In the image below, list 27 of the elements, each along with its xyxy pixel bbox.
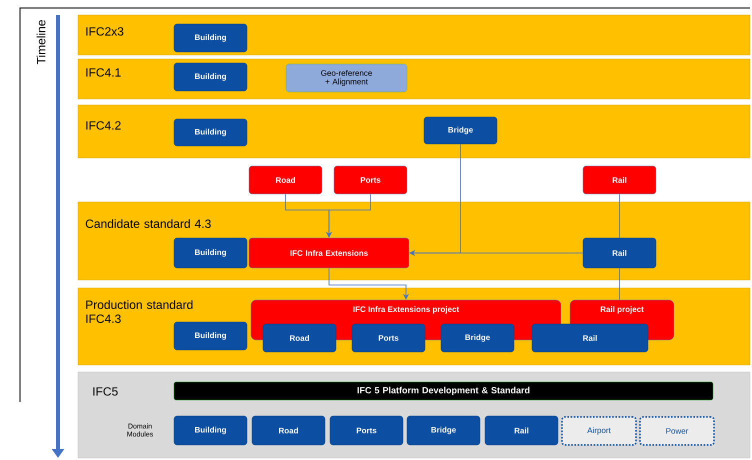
module-box: Building [174, 238, 248, 268]
module-box: Building [174, 24, 248, 52]
planned-module-box: Power [639, 416, 715, 446]
module-box: Rail [532, 324, 648, 352]
planned-module-box: Airport [561, 416, 637, 446]
module-box: Bridge [424, 116, 498, 144]
extension-box: Road [248, 166, 322, 194]
extension-box: Ports [334, 166, 408, 194]
connector-line [619, 194, 620, 238]
extension-box: Rail [582, 166, 656, 194]
module-box: Ports [330, 416, 404, 446]
feature-box: Geo-reference + Alignment [286, 64, 408, 92]
module-box: Rail [484, 416, 558, 446]
module-box: Road [252, 416, 326, 446]
module-box: Building [174, 118, 248, 146]
module-box: Building [174, 322, 248, 350]
extension-box: IFC Infra Extensions [248, 238, 410, 268]
module-box: Rail [582, 238, 656, 268]
axis-label: Timeline [36, 20, 46, 64]
module-box: Bridge [440, 324, 514, 352]
connector-line [619, 268, 620, 300]
module-box: Ports [352, 324, 426, 352]
module-box: Building [174, 416, 248, 446]
module-box: Bridge [406, 416, 480, 446]
module-box: Road [262, 324, 336, 352]
platform-bar: IFC 5 Platform Development & Standard [174, 382, 714, 400]
module-box: Building [174, 62, 248, 92]
